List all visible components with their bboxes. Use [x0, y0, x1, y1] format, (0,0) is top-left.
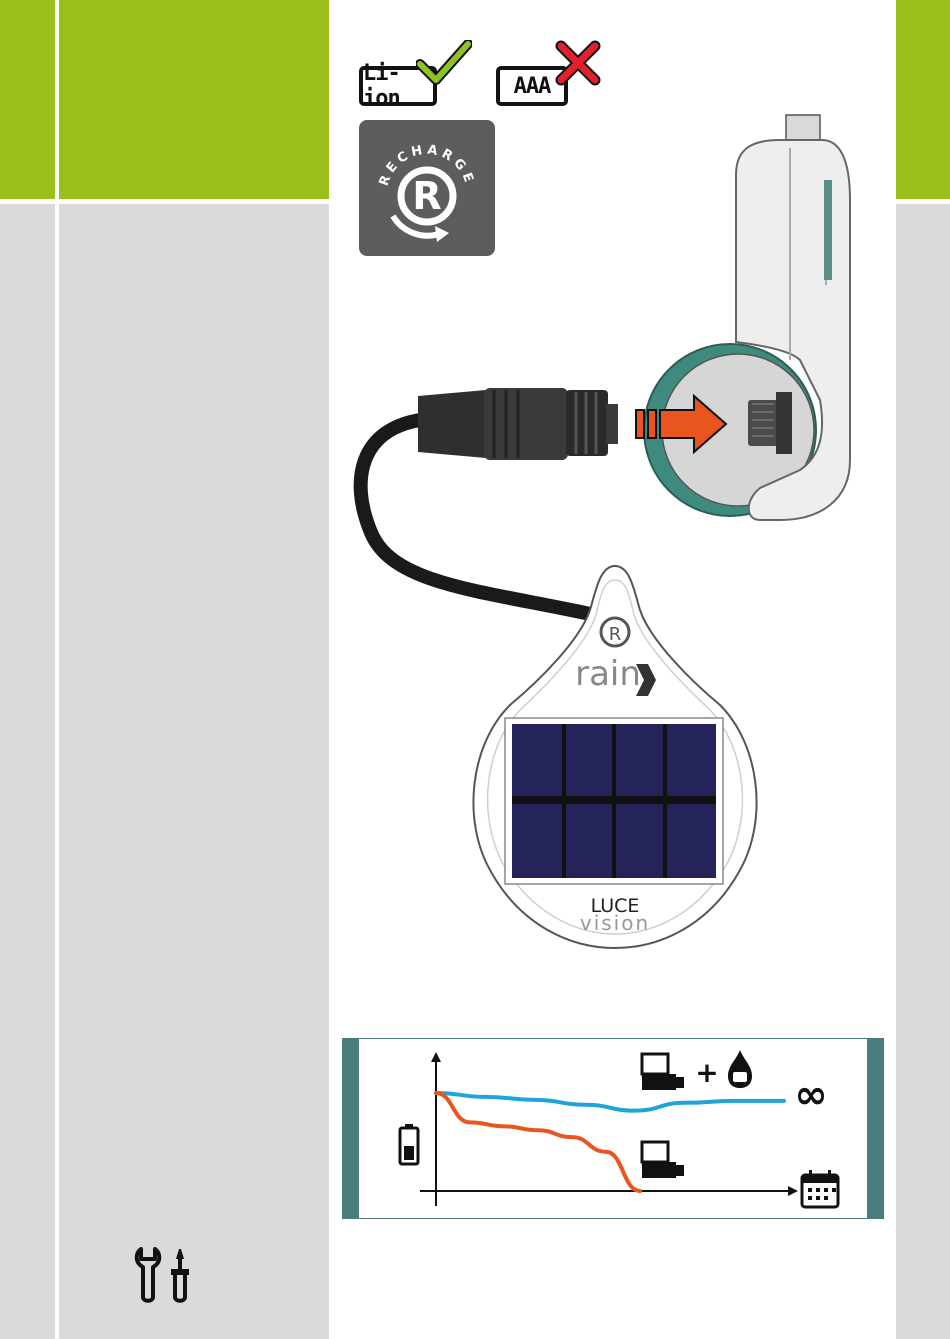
check-icon [416, 40, 472, 86]
cross-icon [553, 40, 603, 88]
model-subname: vision [580, 911, 650, 935]
left-green-panel [59, 0, 329, 199]
cable-connector [418, 388, 618, 460]
svg-text:R: R [609, 624, 622, 645]
infinity-symbol: ∞ [794, 1072, 827, 1118]
solar-sensor: R rain LUCE vision [473, 566, 756, 948]
left-green-strip [0, 0, 55, 199]
device-illustration: R rain LUCE vision [340, 110, 870, 960]
brand-logo: rain [575, 654, 641, 694]
tools-icon [133, 1245, 195, 1305]
right-gray-strip [896, 204, 950, 1339]
plus-sign: + [695, 1056, 718, 1089]
controller-unit [644, 115, 850, 520]
right-green-strip [896, 0, 950, 199]
battery-chart: + ∞ [342, 1038, 884, 1219]
left-gray-strip [0, 204, 55, 1339]
aaa-label: AAA [514, 74, 551, 99]
left-gray-panel [59, 204, 329, 1339]
